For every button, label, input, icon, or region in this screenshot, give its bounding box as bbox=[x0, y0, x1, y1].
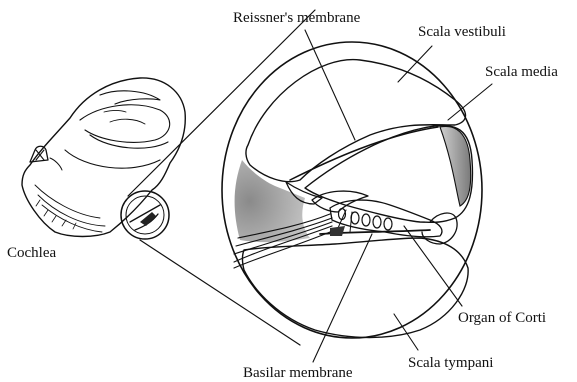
leader-scala-media bbox=[448, 84, 492, 120]
label-scala-media: Scala media bbox=[485, 64, 558, 80]
scala-vestibuli bbox=[246, 60, 466, 182]
leader-scala-vestibuli bbox=[398, 46, 432, 82]
scala-tympani bbox=[243, 238, 469, 338]
leader-basilar-membrane bbox=[313, 234, 372, 362]
label-organ-of-corti: Organ of Corti bbox=[458, 310, 546, 326]
projection-line-top bbox=[128, 10, 315, 196]
label-scala-vestibuli: Scala vestibuli bbox=[418, 24, 506, 40]
cochlea-shell bbox=[22, 78, 185, 237]
cross-section-detail bbox=[222, 42, 482, 338]
projection-line-bottom bbox=[140, 240, 300, 345]
leader-organ-of-corti bbox=[404, 226, 462, 306]
label-scala-tympani: Scala tympani bbox=[408, 355, 493, 371]
label-basilar-membrane: Basilar membrane bbox=[243, 365, 353, 381]
label-cochlea: Cochlea bbox=[7, 245, 56, 261]
label-reissners-membrane: Reissner's membrane bbox=[233, 10, 361, 26]
leader-reissners bbox=[305, 30, 355, 140]
stria-vascularis bbox=[440, 126, 471, 206]
reissners-membrane bbox=[290, 127, 438, 180]
